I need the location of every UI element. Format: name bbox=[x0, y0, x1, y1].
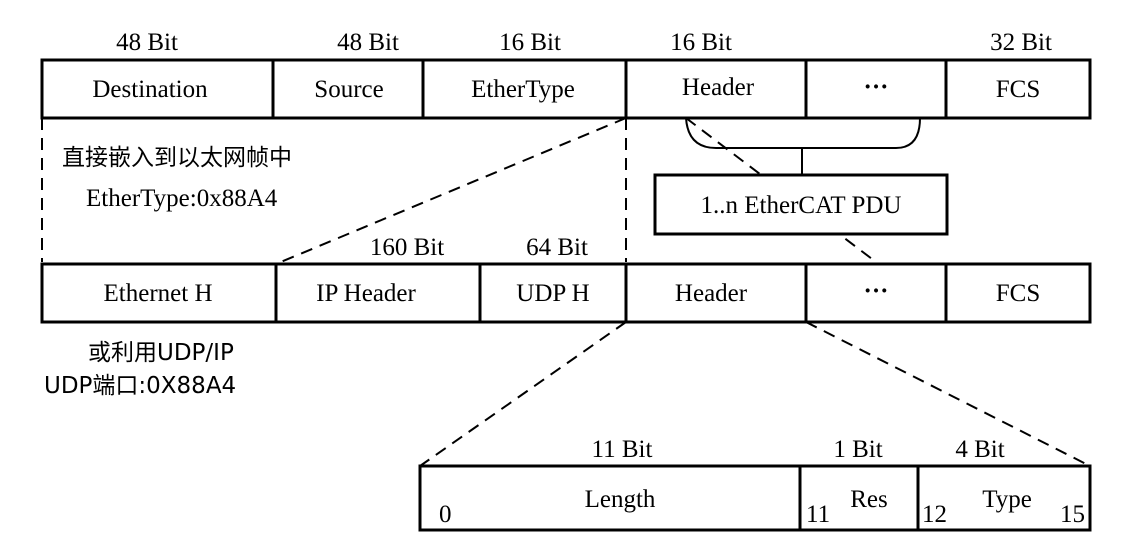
pdu-box-label: 1..n EtherCAT PDU bbox=[700, 192, 902, 219]
header-detail-dividers bbox=[798, 466, 920, 530]
detail-bit-label-res: 1 Bit bbox=[833, 436, 883, 463]
top-field-header: Header bbox=[681, 74, 755, 101]
dashed-connectors bbox=[41, 117, 1091, 467]
detail-field-type: Type bbox=[982, 486, 1032, 513]
middle-frame-outline bbox=[40, 262, 1092, 324]
middle-field-udp-header: UDP H bbox=[516, 280, 590, 307]
detail-bit-position-15: 15 bbox=[1060, 501, 1085, 528]
top-field-source: Source bbox=[314, 76, 384, 103]
top-bit-label-header: 16 Bit bbox=[670, 29, 732, 56]
middle-bit-label-udp: 64 Bit bbox=[526, 234, 588, 261]
top-field-ethertype: EtherType bbox=[471, 76, 575, 103]
detail-bit-label-length: 11 Bit bbox=[591, 436, 653, 463]
udp-note-title: 或利用UDP/IP bbox=[88, 340, 234, 366]
udp-note-port: UDP端口:0X88A4 bbox=[44, 373, 237, 399]
middle-field-fcs: FCS bbox=[995, 280, 1041, 307]
detail-bit-position-12: 12 bbox=[922, 501, 947, 528]
top-field-ellipsis: ··· bbox=[863, 74, 889, 101]
embed-note-title: 直接嵌入到以太网帧中 bbox=[62, 145, 292, 171]
middle-field-header: Header bbox=[674, 280, 748, 307]
detail-bit-label-type: 4 Bit bbox=[955, 436, 1005, 463]
middle-bit-label-ip: 160 Bit bbox=[369, 234, 445, 261]
top-frame-dividers bbox=[271, 60, 948, 118]
detail-field-length: Length bbox=[584, 486, 656, 513]
embed-note-ethertype: EtherType:0x88A4 bbox=[86, 185, 278, 212]
middle-field-ip-header: IP Header bbox=[316, 280, 416, 307]
middle-field-ethernet-header: Ethernet H bbox=[103, 280, 213, 307]
top-bit-label-source: 48 Bit bbox=[337, 29, 399, 56]
detail-field-res: Res bbox=[850, 486, 888, 513]
top-frame-outline bbox=[40, 58, 1092, 120]
pdu-box-outline bbox=[653, 173, 949, 236]
header-detail-outline bbox=[418, 464, 1092, 532]
detail-bit-position-0: 0 bbox=[439, 501, 452, 528]
top-bit-label-ethertype: 16 Bit bbox=[499, 29, 561, 56]
middle-field-ellipsis: ··· bbox=[863, 278, 889, 305]
middle-frame-dividers bbox=[274, 264, 948, 322]
header-brace bbox=[685, 117, 921, 149]
top-bit-label-fcs: 32 Bit bbox=[990, 29, 1052, 56]
top-field-fcs: FCS bbox=[995, 76, 1041, 103]
top-bit-label-destination: 48 Bit bbox=[116, 29, 178, 56]
detail-bit-position-11: 11 bbox=[806, 501, 831, 528]
top-field-destination: Destination bbox=[92, 76, 208, 103]
